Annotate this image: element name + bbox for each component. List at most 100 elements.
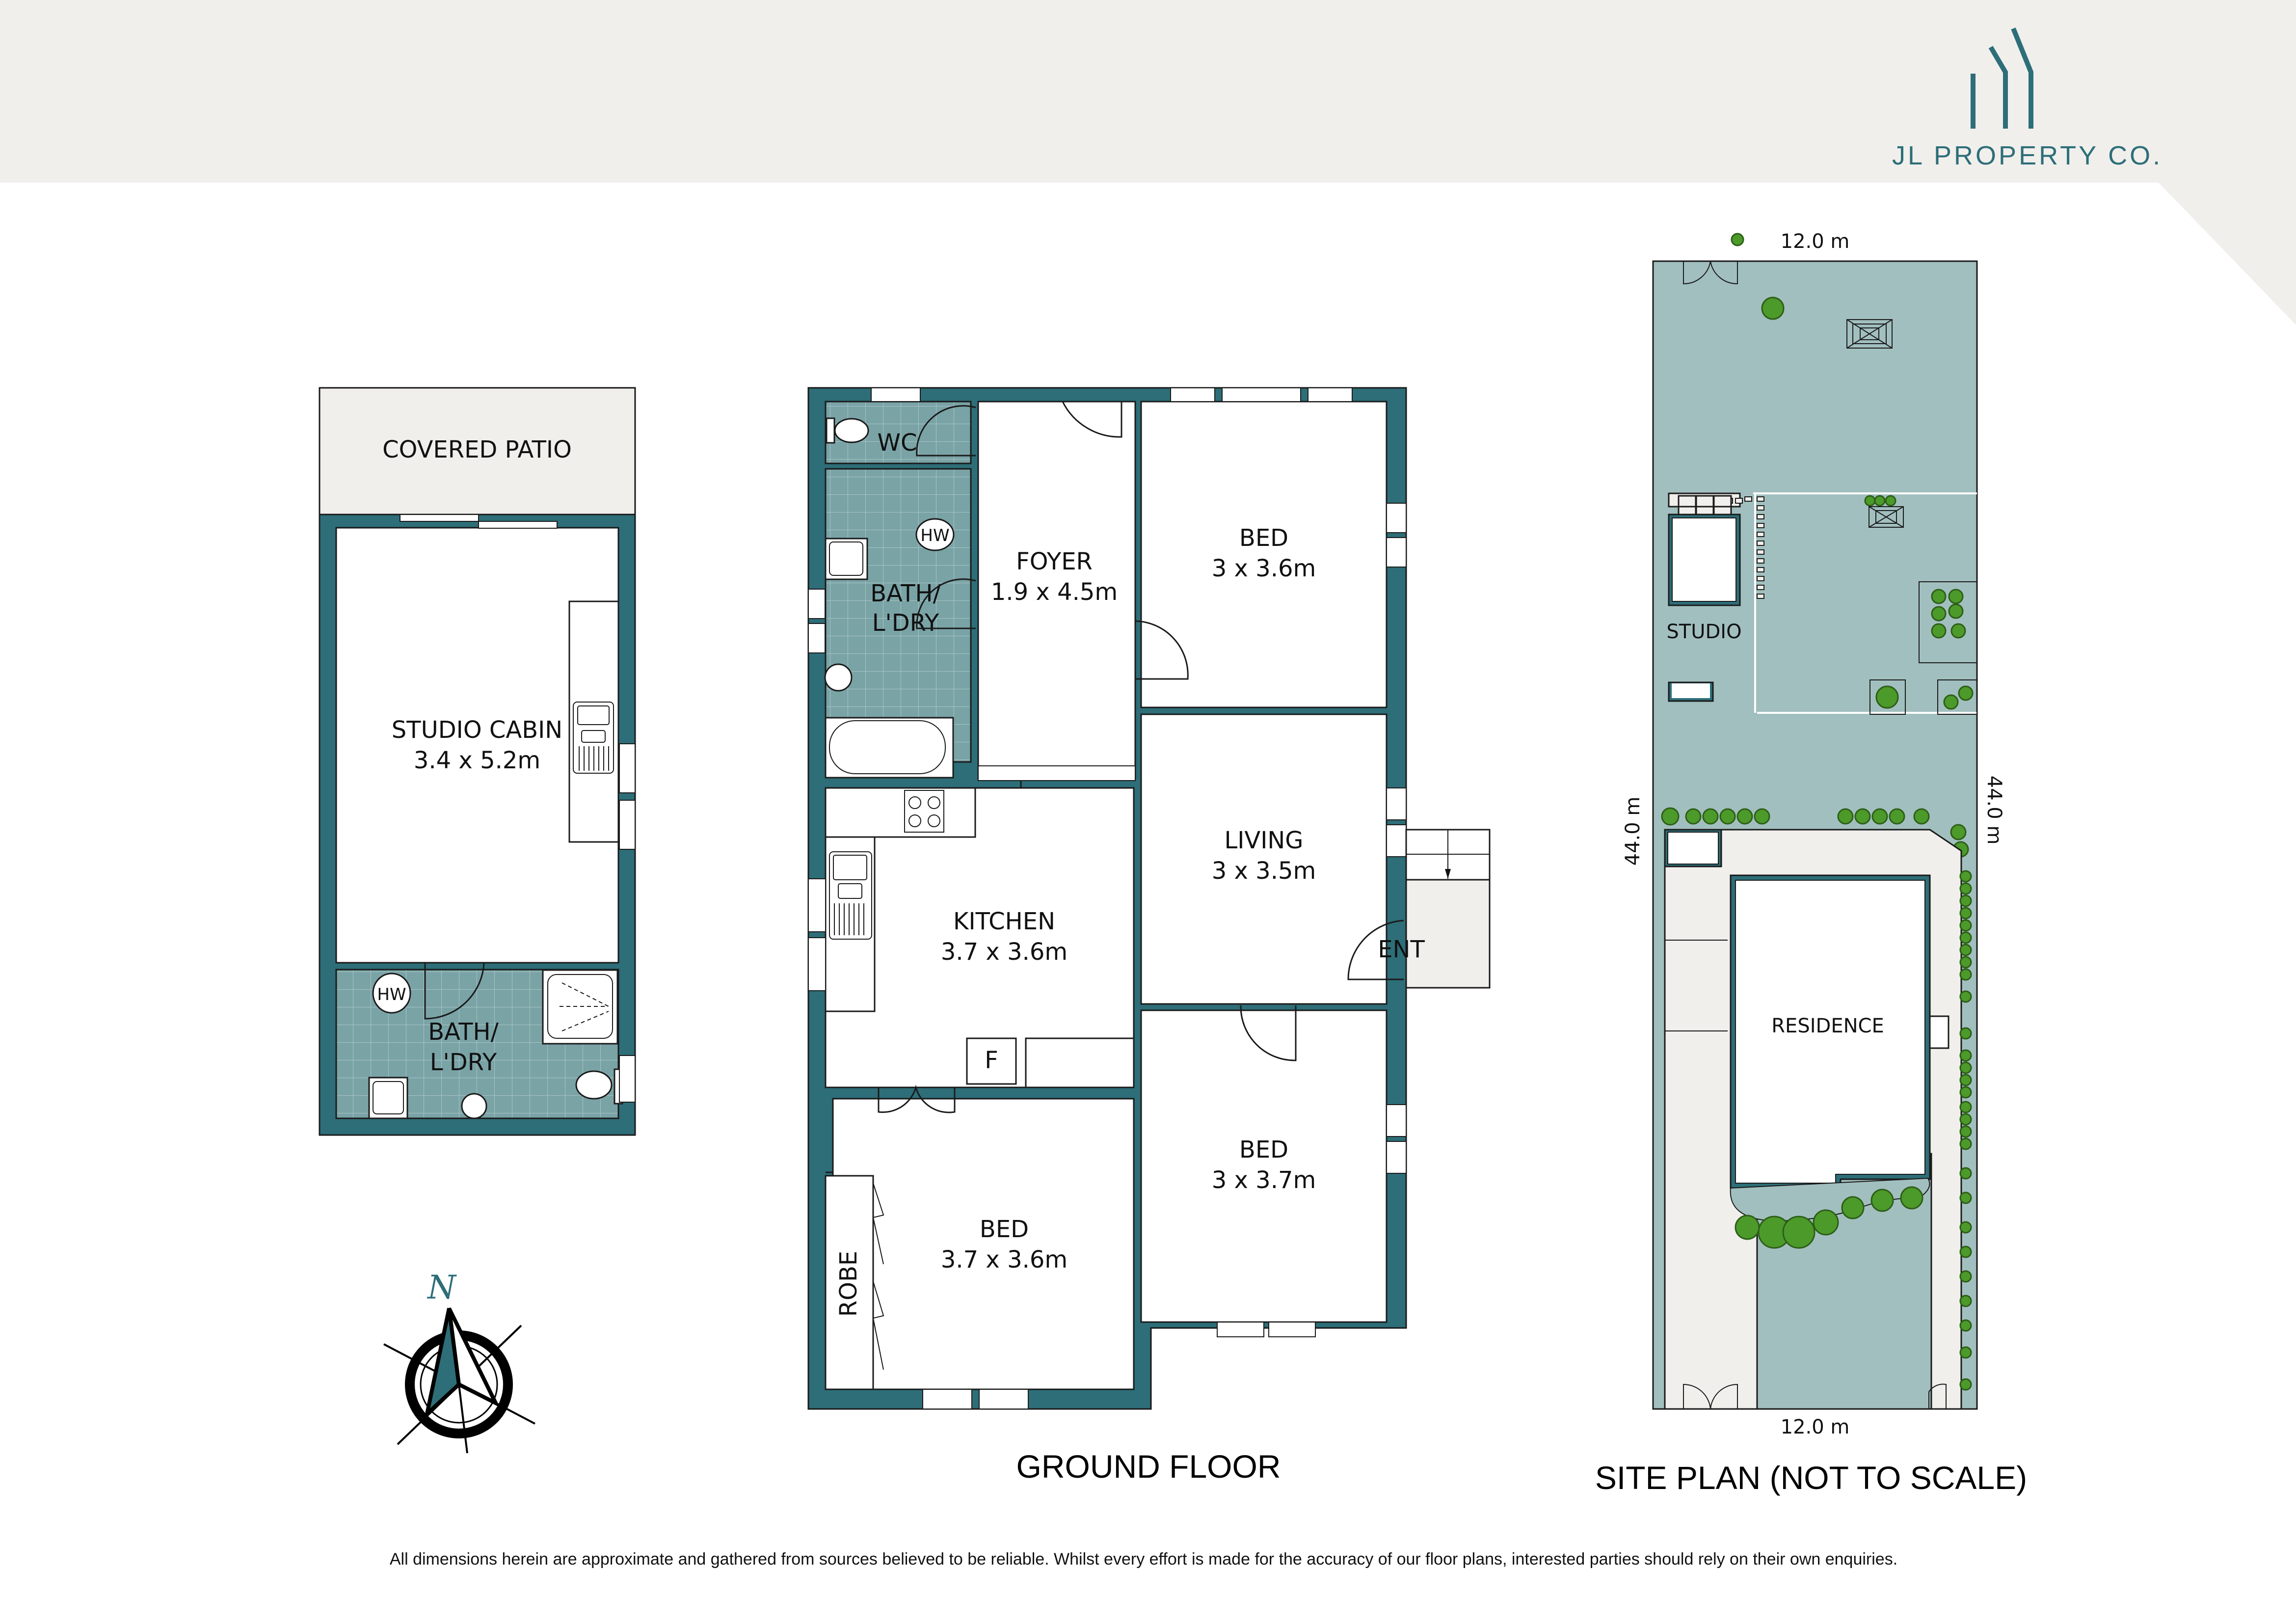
foyer-size: 1.9 x 4.5m xyxy=(991,578,1118,606)
door-swing xyxy=(424,963,485,1020)
gazebo-icon xyxy=(1869,506,1904,528)
studio-bath-label-2: L'DRY xyxy=(430,1049,497,1076)
window xyxy=(922,1389,972,1409)
side-gate xyxy=(1928,1383,1947,1409)
boundary-hedge xyxy=(1959,870,1972,1391)
foyer-label: FOYER xyxy=(1016,548,1093,575)
studio-cabin-plan: COVERED PATIO STUDIO CABIN 3.4 x 5.2m HW xyxy=(319,387,636,1136)
window xyxy=(871,387,921,402)
site-plan-title: SITE PLAN (NOT TO SCALE) xyxy=(1595,1460,2027,1496)
window xyxy=(1386,824,1407,857)
tree-icon xyxy=(1761,297,1785,320)
hot-water-icon xyxy=(915,518,955,551)
toilet-icon xyxy=(575,1068,623,1105)
fridge-space xyxy=(966,1037,1017,1085)
tree-icon xyxy=(1875,685,1899,709)
bed-1-room xyxy=(1140,401,1388,708)
ground-floor-plan: WC HW BATH/ L'DRY FOYER 1.9 x 4.5m xyxy=(807,387,1491,1410)
site-plan: 12.0 m xyxy=(1622,230,2005,1438)
bed-2-label: BED xyxy=(1239,1136,1288,1164)
window xyxy=(1386,503,1407,533)
bed-1-label: BED xyxy=(1239,524,1288,552)
header-band xyxy=(0,0,2296,325)
driveway-gate xyxy=(1683,1383,1738,1409)
sink-icon xyxy=(829,851,872,940)
bifold-door xyxy=(872,1183,884,1370)
studio-cabin-label: STUDIO CABIN xyxy=(392,716,562,744)
living-size: 3 x 3.5m xyxy=(1212,857,1316,885)
svg-text:HW: HW xyxy=(920,526,949,545)
site-depth-left: 44.0 m xyxy=(1622,797,1644,866)
robe-label: ROBE xyxy=(835,1251,862,1317)
bed-2-size: 3 x 3.7m xyxy=(1212,1166,1316,1194)
bed-1-size: 3 x 3.6m xyxy=(1212,555,1316,582)
window xyxy=(1386,537,1407,568)
door-swing xyxy=(1240,1005,1297,1061)
window xyxy=(979,1389,1029,1409)
foyer-room xyxy=(977,401,1136,779)
living-room xyxy=(1140,713,1388,1005)
window xyxy=(808,878,826,932)
basin-icon xyxy=(825,538,868,580)
basin-icon xyxy=(368,1077,408,1119)
building-icon xyxy=(1971,27,2033,129)
residence-label: RESIDENCE xyxy=(1771,1015,1884,1037)
tree-icon xyxy=(1731,233,1744,246)
kitchen-size: 3.7 x 3.6m xyxy=(941,938,1068,966)
stepping-stones xyxy=(1744,496,1764,599)
svg-text:N: N xyxy=(427,1269,457,1306)
kitchen-bench xyxy=(825,787,976,838)
floor-waste-icon xyxy=(461,1093,487,1119)
kitchen-bench xyxy=(1025,1037,1135,1088)
window xyxy=(1386,1141,1407,1174)
window xyxy=(619,800,636,850)
north-arrow-icon: N xyxy=(383,1269,535,1454)
disclaimer: All dimensions herein are approximate an… xyxy=(390,1550,1897,1569)
ent-label: ENT xyxy=(1378,936,1425,963)
window xyxy=(1386,787,1407,820)
entry-door-swing xyxy=(1347,920,1404,980)
covered-patio-label: COVERED PATIO xyxy=(382,436,572,463)
site-studio-label: STUDIO xyxy=(1666,621,1741,643)
site-width-bottom: 12.0 m xyxy=(1781,1416,1850,1438)
window xyxy=(1308,387,1353,402)
floor-waste-icon xyxy=(824,663,853,692)
window xyxy=(1217,1322,1264,1337)
window xyxy=(1386,1104,1407,1137)
double-door-swing xyxy=(878,1084,956,1113)
bed-3-size: 3.7 x 3.6m xyxy=(941,1246,1068,1273)
window xyxy=(619,743,636,793)
bathtub-icon xyxy=(825,717,954,779)
hot-water-icon xyxy=(372,973,411,1014)
kitchen-label: KITCHEN xyxy=(953,908,1055,935)
bath-label-2: L'DRY xyxy=(872,609,939,637)
toilet-icon xyxy=(826,417,869,444)
kitchenette-bench xyxy=(568,600,619,843)
site-width-top: 12.0 m xyxy=(1781,230,1850,253)
ground-floor-title: GROUND FLOOR xyxy=(1016,1448,1281,1485)
bed-2-room xyxy=(1140,1009,1388,1323)
door-swing xyxy=(916,578,976,629)
window xyxy=(808,937,826,991)
bed-3-room xyxy=(832,1098,1135,1390)
site-depth-right: 44.0 m xyxy=(1983,776,2005,845)
door-swing xyxy=(1135,620,1189,680)
brand-name: JL PROPERTY CO. xyxy=(1892,141,2163,170)
sink-icon xyxy=(573,702,614,774)
entry-door-swing xyxy=(1062,401,1122,438)
living-label: LIVING xyxy=(1225,827,1304,854)
bath-laundry-room xyxy=(825,468,972,763)
studio-cabin-size: 3.4 x 5.2m xyxy=(414,747,540,774)
svg-text:F: F xyxy=(985,1047,998,1074)
brand-logo: JL PROPERTY CO. xyxy=(1892,27,2163,170)
window xyxy=(619,1055,636,1103)
window xyxy=(1222,387,1301,402)
window xyxy=(808,623,826,653)
entry-porch xyxy=(1405,829,1491,989)
front-garden xyxy=(1730,1177,1930,1249)
studio-bath-label-1: BATH/ xyxy=(428,1018,499,1046)
window xyxy=(808,589,826,619)
robe xyxy=(825,1175,874,1390)
window xyxy=(1268,1322,1316,1337)
svg-text:HW: HW xyxy=(377,985,406,1004)
